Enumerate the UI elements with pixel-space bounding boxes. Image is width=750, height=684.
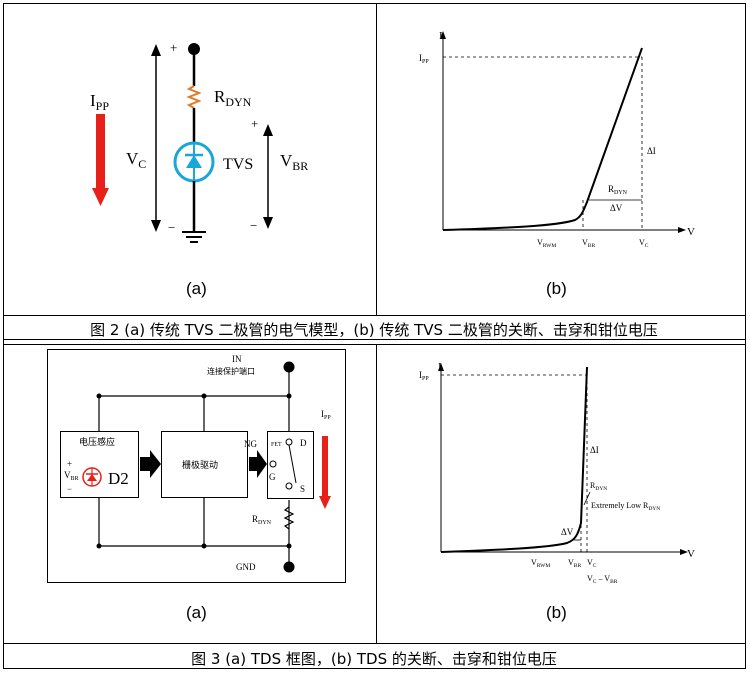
- fig3a-label: (a): [186, 603, 207, 622]
- d2-label: D2: [108, 469, 129, 488]
- fig2b-iv-curve: I V IPP ΔI RDYN ΔV VRWM VBR VC: [419, 30, 695, 249]
- vc-label: VC: [126, 149, 146, 171]
- delta-v-label: ΔV: [610, 203, 623, 213]
- rdyn-label: RDYN: [608, 184, 628, 196]
- delta-v-label: ΔV: [561, 527, 574, 537]
- sense-label: 电压感应: [79, 436, 115, 448]
- fig2a-label: (a): [186, 279, 207, 298]
- fig2a-tvs-model: + − VC + − VBR RDYN TVS IPP: [90, 40, 308, 243]
- y-axis-label: I: [438, 361, 442, 373]
- tick-vc: VC: [587, 558, 597, 569]
- arrow-right-icon: [140, 450, 161, 478]
- vbr-plus: +: [251, 116, 258, 131]
- fig2b-label: (b): [546, 279, 567, 298]
- ipp-label: IPP: [419, 370, 429, 382]
- rdyn-label: RDYN: [214, 87, 252, 109]
- g-label: G: [269, 472, 276, 482]
- fig3a-tds-block: IN 连接保护端口 GND 电压感应 + VBR − D2 栅极驱动 NG FE…: [47, 349, 346, 583]
- tick-vrwm: VRWM: [537, 238, 556, 249]
- fig2-caption: 图 2 (a) 传统 TVS 二极管的电气模型，(b) 传统 TVS 二极管的关…: [90, 321, 658, 339]
- vc-arrow: [151, 44, 161, 232]
- s-label: S: [300, 484, 305, 494]
- fig3b-label: (b): [546, 603, 567, 622]
- vbr-minus: −: [250, 218, 257, 233]
- fig3-caption: 图 3 (a) TDS 框图，(b) TDS 的关断、击穿和钳位电压: [191, 650, 557, 668]
- fet-label: FET: [271, 442, 282, 448]
- iv-curve: [440, 366, 588, 553]
- voltage-sense-block: [60, 431, 139, 498]
- vbr-arrow: [263, 124, 273, 229]
- gnd-node: [283, 561, 295, 573]
- ipp-label: IPP: [90, 91, 109, 113]
- svg-text:+: +: [67, 459, 72, 469]
- tick-vbr: VBR: [582, 238, 595, 249]
- gate-driver-label: 栅极驱动: [182, 459, 218, 471]
- ground-icon: [182, 231, 206, 243]
- d2-diode-icon: [82, 467, 102, 487]
- connect-label: 连接保护端口: [207, 366, 255, 376]
- rdyn-label: RDYN: [252, 514, 272, 526]
- in-label: IN: [232, 354, 242, 364]
- y-axis-label: I: [439, 30, 443, 42]
- ng-label: NG: [244, 439, 257, 449]
- delta-i-label: ΔI: [590, 445, 599, 455]
- resistor-icon: [186, 85, 202, 109]
- delta-i-label: ΔI: [647, 146, 656, 156]
- ipp-red-arrow: [319, 436, 331, 509]
- ipp-label: IPP: [321, 409, 331, 421]
- arrow-right-icon: [249, 450, 267, 478]
- tvs-label: TVS: [223, 156, 253, 173]
- x-axis-label: V: [687, 548, 695, 560]
- rdyn-label: RDYN: [590, 481, 607, 492]
- ipp-label: IPP: [419, 53, 429, 65]
- vc-plus: +: [170, 40, 177, 55]
- extremely-low-label: Extremely Low RDYN: [591, 501, 660, 512]
- ipp-red-arrow: [92, 114, 109, 206]
- gate-driver-block: [161, 431, 248, 498]
- sense-vbr: VBR: [64, 470, 79, 482]
- tick-vrwm: VRWM: [531, 558, 550, 569]
- fig3b-iv-curve: I V IPP ΔI RDYN Extremely Low RDYN ΔV VR…: [419, 361, 695, 585]
- tick-vbr: VBR: [568, 558, 581, 569]
- d-label: D: [300, 438, 307, 448]
- vbr-label: VBR: [280, 151, 308, 173]
- vc-minus-vbr: VC – VBR: [587, 574, 618, 585]
- tick-vc: VC: [639, 238, 649, 249]
- vc-minus: −: [168, 220, 175, 235]
- gnd-label: GND: [236, 562, 256, 572]
- x-axis-label: V: [687, 226, 695, 238]
- svg-text:−: −: [67, 484, 72, 494]
- resistor-icon: [283, 506, 295, 530]
- iv-curve: [442, 47, 643, 231]
